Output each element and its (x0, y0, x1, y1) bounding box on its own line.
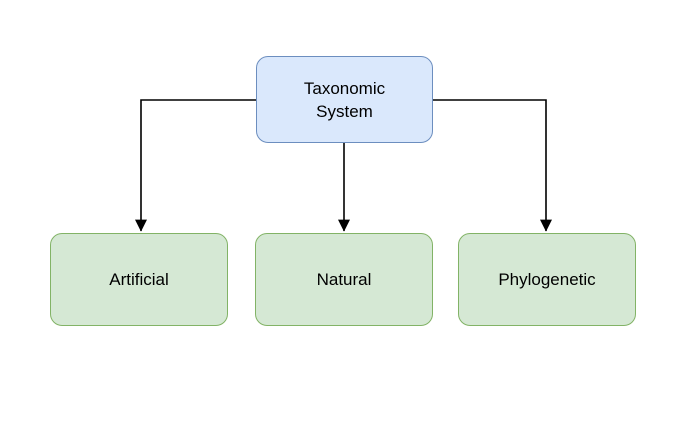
node-natural: Natural (255, 233, 433, 326)
node-phylogenetic-label: Phylogenetic (498, 270, 596, 289)
edge-root-to-artificial (135, 99, 256, 232)
node-taxonomic-system-label: Taxonomic System (303, 78, 386, 121)
node-phylogenetic: Phylogenetic (458, 233, 636, 326)
node-artificial: Artificial (50, 233, 228, 326)
node-taxonomic-system: Taxonomic System (256, 56, 433, 143)
edge-root-to-phylogenetic (433, 99, 552, 232)
node-natural-label: Natural (316, 270, 372, 289)
node-artificial-label: Artificial (109, 270, 169, 289)
